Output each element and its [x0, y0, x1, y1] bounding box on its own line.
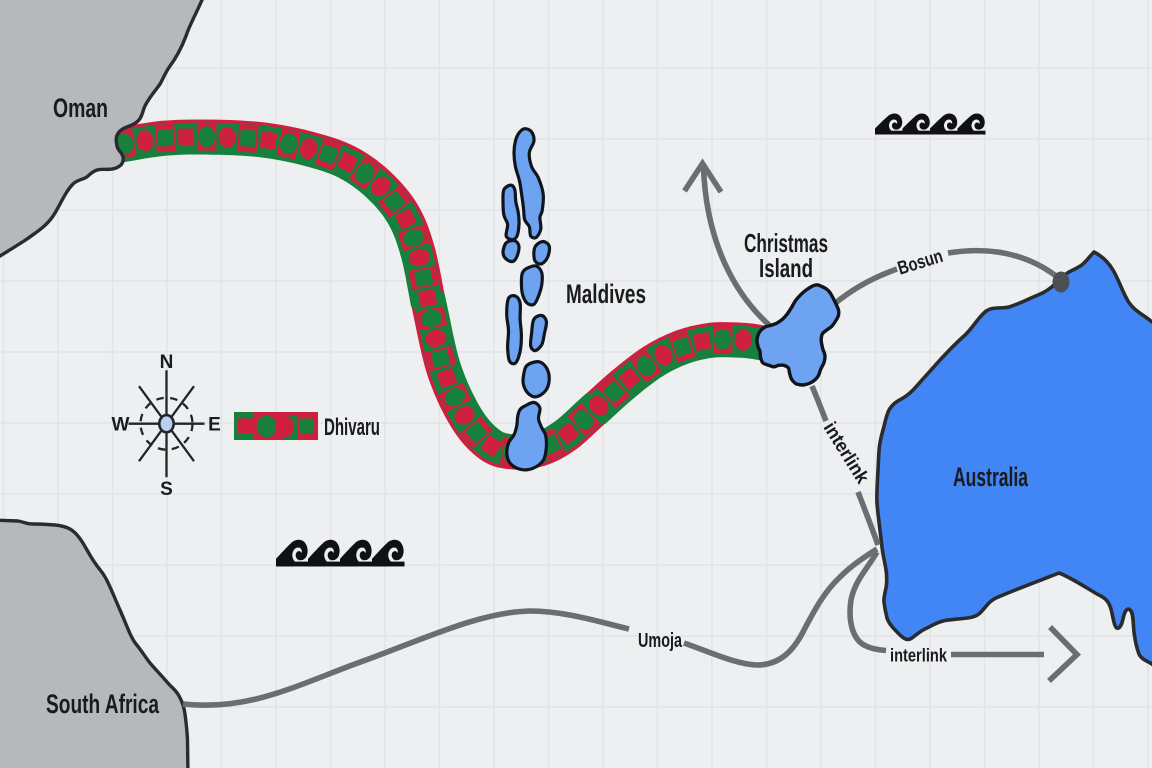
svg-text:Island: Island — [759, 253, 813, 283]
svg-text:Christmas: Christmas — [744, 228, 828, 258]
svg-text:E: E — [208, 415, 221, 436]
svg-text:interlink: interlink — [890, 646, 948, 666]
svg-text:Maldives: Maldives — [566, 279, 646, 309]
svg-text:Oman: Oman — [53, 93, 108, 123]
svg-text:N: N — [160, 352, 174, 373]
svg-text:S: S — [160, 479, 173, 500]
svg-text:South Africa: South Africa — [46, 689, 160, 719]
svg-text:W: W — [112, 415, 130, 436]
svg-text:Umoja: Umoja — [638, 630, 683, 652]
svg-text:Dhivaru: Dhivaru — [324, 414, 380, 441]
svg-text:Australia: Australia — [953, 462, 1029, 492]
